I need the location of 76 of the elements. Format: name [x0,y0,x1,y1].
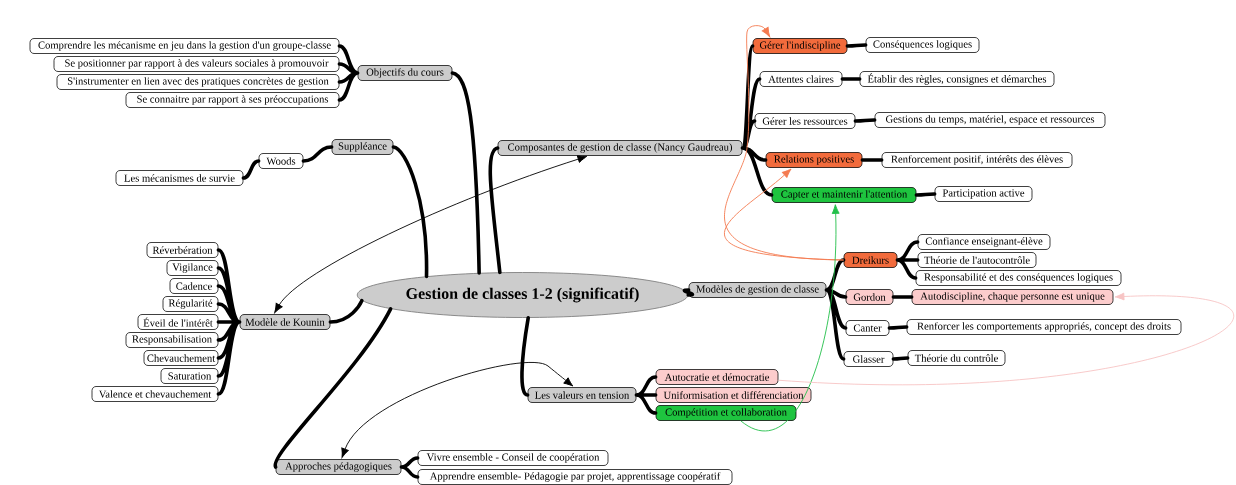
arrow [724,168,845,261]
topic-box: S'instrumenter en lien avec des pratiques concrètes de gestion [56,74,340,90]
topic-box: Gestions du temps, matériel, espace et ressources [874,112,1106,128]
branch-line [887,325,909,330]
topic-box: Compétition et collaboration [655,405,797,421]
topic-box: Uniformisation et différenciation [655,387,812,403]
topic-box: Renforcer les comportements appropriés, concept des droits [906,319,1182,335]
branch-line [860,158,884,162]
topic-box: Gérer les ressources [754,113,856,129]
topic-box: Canter [845,320,890,336]
topic-box: Responsabilité et des conséquences logiques [915,270,1122,286]
topic-box: Régularité [162,296,219,312]
branch-line [634,375,658,415]
topic-box: Approches pédagogiques [275,459,402,475]
topic-box: Objectifs du cours [357,65,453,81]
branch-line [853,118,877,123]
branch-line [845,43,868,48]
topic-box: Autodiscipline, chaque personne est unique [911,289,1114,305]
branch-line [301,145,334,163]
topic-box: Relations positives [765,152,863,168]
topic-box: Glasser [843,351,894,367]
topic-box: Apprendre ensemble- Pédagogie par projet, apprentissage coopératif [417,469,733,485]
topic-box: Suppléance [331,139,394,155]
topic-box: Dreikurs [843,252,898,268]
topic-box: Comprendre les mécanisme en jeu dans la gestion d'un groupe-classe [29,38,340,54]
topic-box: Se positionner par rapport à des valeurs sociales à promouvoir [53,56,340,72]
branch-line [895,240,920,280]
topic-box: Attentes claires [759,71,843,87]
branch-line [891,295,914,299]
topic-box: Valence et chevauchement [91,386,219,402]
topic-box: Modèle de Kounin [239,314,331,330]
topic-box: Réverbération [146,242,219,258]
branch-line [337,44,360,102]
branch-line [520,316,530,397]
double-arrow [274,155,588,314]
branch-line [682,288,695,297]
branch-line [450,71,481,275]
topic-box: Capter et maintenir l'attention [771,187,917,203]
topic-box: Vigilance [166,260,219,276]
topic-box: Gérer l'indiscipline [752,38,848,54]
topic-box: Saturation [160,368,219,384]
branch-line [391,145,429,279]
branch-line [914,192,937,197]
double-arrow [341,362,574,458]
topic-box: Éveil de l'intérêt [137,314,219,330]
arrow [740,204,840,432]
topic-box: Participation active [934,186,1033,202]
topic-box: Se connaitre par rapport à ses préoccupations [125,92,340,108]
branch-line [273,307,393,469]
topic-box: Vivre ensemble - Conseil de coopération [417,450,609,466]
topic-box: Gordon [845,289,894,305]
branch-line [241,159,261,180]
branch-line [328,298,364,324]
topic-box: Composantes de gestion de classe (Nancy Gaudreau) [497,140,743,156]
topic-box: Chevauchement [143,350,219,366]
topic-box: Autocratie et démocratie [655,369,779,385]
topic-box: Théorie de l'autocontrôle [917,252,1037,268]
topic-box: Les valeurs en tension [527,387,637,403]
branch-line [216,248,242,396]
topic-box: Responsabilisation [125,332,219,348]
arrow [777,292,1234,386]
topic-box: Les mécanismes de survie [115,170,244,186]
topic-box: Confiance enseignant-élève [917,234,1051,250]
topic-box: Cadence [169,278,219,294]
topic-box: Théorie du contrôle [907,350,1006,366]
branch-line [740,44,774,197]
branch-line [840,77,862,81]
branch-line [399,456,420,479]
topic-box: Renforcement positif, intérêts des élèves [881,152,1073,168]
branch-line [824,258,848,361]
topic-box: Conséquences logiques [865,37,980,53]
topic-box: Modèles de gestion de classe [688,282,827,298]
topic-box: Woods [258,153,304,169]
branch-line [891,356,910,361]
topic-box: Établir des règles, consignes et démarches [859,71,1055,87]
branch-line [488,146,502,275]
